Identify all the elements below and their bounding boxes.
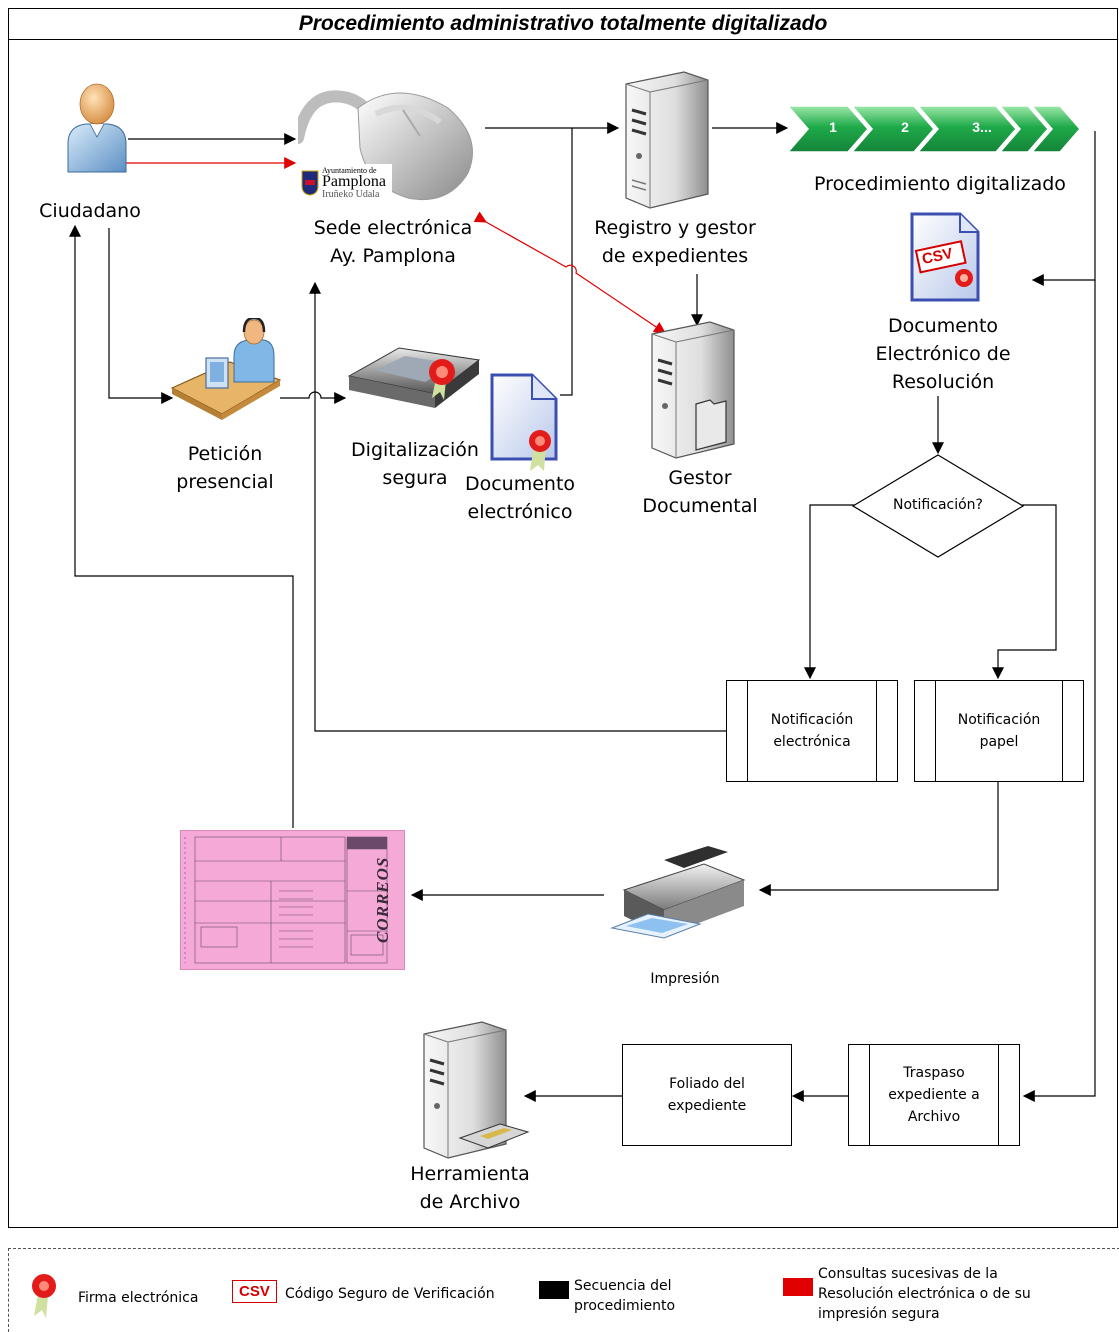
label-sede-2: Ay. Pamplona bbox=[330, 245, 456, 267]
citizen-icon bbox=[67, 83, 127, 173]
legend-firma: Firma electrónica bbox=[78, 1290, 199, 1306]
legend-query-swatch bbox=[783, 1278, 813, 1296]
legend-secuencia-2: procedimiento bbox=[574, 1298, 676, 1314]
logo-line-2: Pamplona bbox=[322, 173, 386, 190]
legend-seal-icon bbox=[32, 1274, 56, 1318]
label-impresion: Impresión bbox=[650, 971, 720, 987]
correos-brand: CORREOS bbox=[373, 856, 392, 943]
label-registro-1: Registro y gestor bbox=[594, 217, 756, 239]
label-ciudadano: Ciudadano bbox=[39, 200, 141, 222]
pamplona-logo: Ayuntamiento de Pamplona Iruñeko Udala bbox=[300, 164, 392, 204]
arrow-peticion-digitalizacion bbox=[280, 391, 347, 404]
label-archivo-1: Herramienta bbox=[410, 1163, 530, 1185]
document-server-icon bbox=[651, 321, 735, 459]
red-arrow-sede-gestor bbox=[473, 211, 666, 334]
arrow-decision-papel bbox=[992, 504, 1057, 680]
process-foliado: Foliado del expediente bbox=[622, 1044, 792, 1146]
label-gestor-1: Gestor bbox=[668, 467, 732, 489]
steps-chevrons bbox=[788, 105, 1081, 153]
arrow-electronica-sede bbox=[309, 281, 726, 732]
decision-diamond bbox=[852, 454, 1024, 558]
label-notif-papel: Notificación papel bbox=[957, 712, 1041, 750]
desk-operator-icon bbox=[170, 318, 282, 420]
logo-line-3: Iruñeko Udala bbox=[322, 189, 380, 200]
label-gestor-2: Documental bbox=[642, 495, 758, 517]
legend-consultas-2: Resolución electrónica o de su bbox=[818, 1286, 1031, 1302]
label-documento-2: electrónico bbox=[467, 501, 573, 523]
legend-frame bbox=[8, 1248, 1119, 1332]
logo-line-1: Ayuntamiento de bbox=[322, 166, 377, 175]
process-notificacion-papel: Notificación papel bbox=[914, 680, 1084, 782]
process-traspaso: Traspaso expediente a Archivo bbox=[848, 1044, 1020, 1146]
printer-icon bbox=[610, 846, 746, 939]
label-peticion-1: Petición bbox=[187, 443, 263, 465]
label-decision: Notificación? bbox=[893, 497, 983, 513]
legend-csv-badge: CSV bbox=[232, 1280, 277, 1303]
arrow-documento-registro bbox=[560, 128, 573, 396]
correos-form: CORREOS bbox=[180, 830, 405, 970]
arrow-decision-electronica bbox=[804, 504, 854, 680]
label-documento-1: Documento bbox=[464, 473, 576, 495]
step-3-label: 3... bbox=[972, 119, 992, 135]
label-peticion-2: presencial bbox=[176, 471, 274, 493]
label-foliado: Foliado del expediente bbox=[667, 1076, 747, 1114]
label-archivo-2: de Archivo bbox=[419, 1191, 521, 1213]
step-2-label: 2 bbox=[901, 119, 909, 135]
step-1-label: 1 bbox=[829, 119, 837, 135]
label-digitalizacion-1: Digitalización bbox=[351, 439, 479, 461]
form-lines bbox=[184, 836, 388, 964]
arrow-correos-ciudadano bbox=[69, 224, 294, 828]
label-procedimiento: Procedimiento digitalizado bbox=[814, 173, 1066, 195]
legend-consultas-3: impresión segura bbox=[818, 1306, 940, 1322]
label-registro-2: de expedientes bbox=[601, 245, 749, 267]
legend-csv-text: Código Seguro de Verificación bbox=[285, 1286, 495, 1302]
shield-icon bbox=[301, 170, 319, 196]
label-digitalizacion-2: segura bbox=[382, 467, 448, 489]
label-traspaso: Traspaso expediente a Archivo bbox=[888, 1065, 980, 1125]
label-resolucion-1: Documento bbox=[887, 315, 999, 337]
document-csv-icon bbox=[910, 212, 980, 302]
diagram-title: Procedimiento administrativo totalmente … bbox=[8, 8, 1118, 40]
label-resolucion-3: Resolución bbox=[891, 371, 995, 393]
archive-server-icon bbox=[423, 1021, 530, 1159]
document-signed-icon bbox=[490, 373, 558, 471]
label-sede-1: Sede electrónica bbox=[313, 217, 473, 239]
arrow-papel-impresion bbox=[758, 782, 999, 896]
process-notificacion-electronica: Notificación electrónica bbox=[726, 680, 898, 782]
legend-secuencia-1: Secuencia del bbox=[574, 1278, 672, 1294]
server-icon bbox=[625, 71, 709, 209]
legend-consultas-1: Consultas sucesivas de la bbox=[818, 1266, 998, 1282]
arrow-ciudadano-peticion bbox=[108, 228, 174, 404]
label-notif-electronica: Notificación electrónica bbox=[770, 712, 854, 750]
legend-sequence-swatch bbox=[539, 1281, 569, 1299]
arrow-right-traspaso bbox=[1022, 280, 1096, 1102]
label-resolucion-2: Electrónico de bbox=[875, 343, 1011, 365]
seal-icon bbox=[429, 359, 455, 400]
scanner-icon bbox=[347, 347, 481, 408]
